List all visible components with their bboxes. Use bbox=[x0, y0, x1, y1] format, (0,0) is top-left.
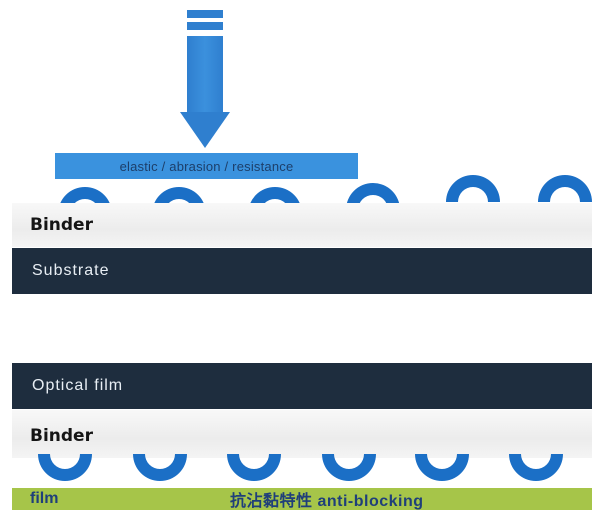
anti-blocking-film-layer: film 抗沾黏特性 anti-blocking bbox=[12, 488, 592, 510]
bottom-bead-3 bbox=[227, 454, 281, 481]
film-label: film bbox=[30, 490, 59, 507]
top-bead-5 bbox=[446, 175, 500, 202]
bottom-binder-layer: Binder bbox=[12, 410, 592, 458]
film-description: 抗沾黏特性 anti-blocking bbox=[230, 493, 424, 510]
substrate-layer: Substrate bbox=[12, 248, 592, 294]
top-binder-label: Binder bbox=[30, 215, 93, 235]
elastic-abrasion-resistance-plate: elastic / abrasion / resistance bbox=[55, 153, 358, 179]
arrow-tail-bar-1 bbox=[187, 10, 223, 18]
bottom-bead-4 bbox=[322, 454, 376, 481]
top-bead-6 bbox=[538, 175, 592, 202]
optical-film-layer: Optical film bbox=[12, 363, 592, 409]
arrow-tail-bar-2 bbox=[187, 22, 223, 30]
bottom-bead-2 bbox=[133, 454, 187, 481]
substrate-label: Substrate bbox=[32, 262, 110, 279]
plate-label: elastic / abrasion / resistance bbox=[119, 158, 294, 174]
pressure-arrow-head bbox=[180, 112, 230, 148]
optical-film-label: Optical film bbox=[32, 377, 124, 394]
bottom-bead-5 bbox=[415, 454, 469, 481]
top-binder-layer: Binder bbox=[12, 203, 592, 247]
bottom-bead-1 bbox=[38, 454, 92, 481]
pressure-arrow-shaft bbox=[187, 36, 223, 114]
bottom-bead-6 bbox=[509, 454, 563, 481]
bottom-binder-label: Binder bbox=[30, 426, 93, 446]
